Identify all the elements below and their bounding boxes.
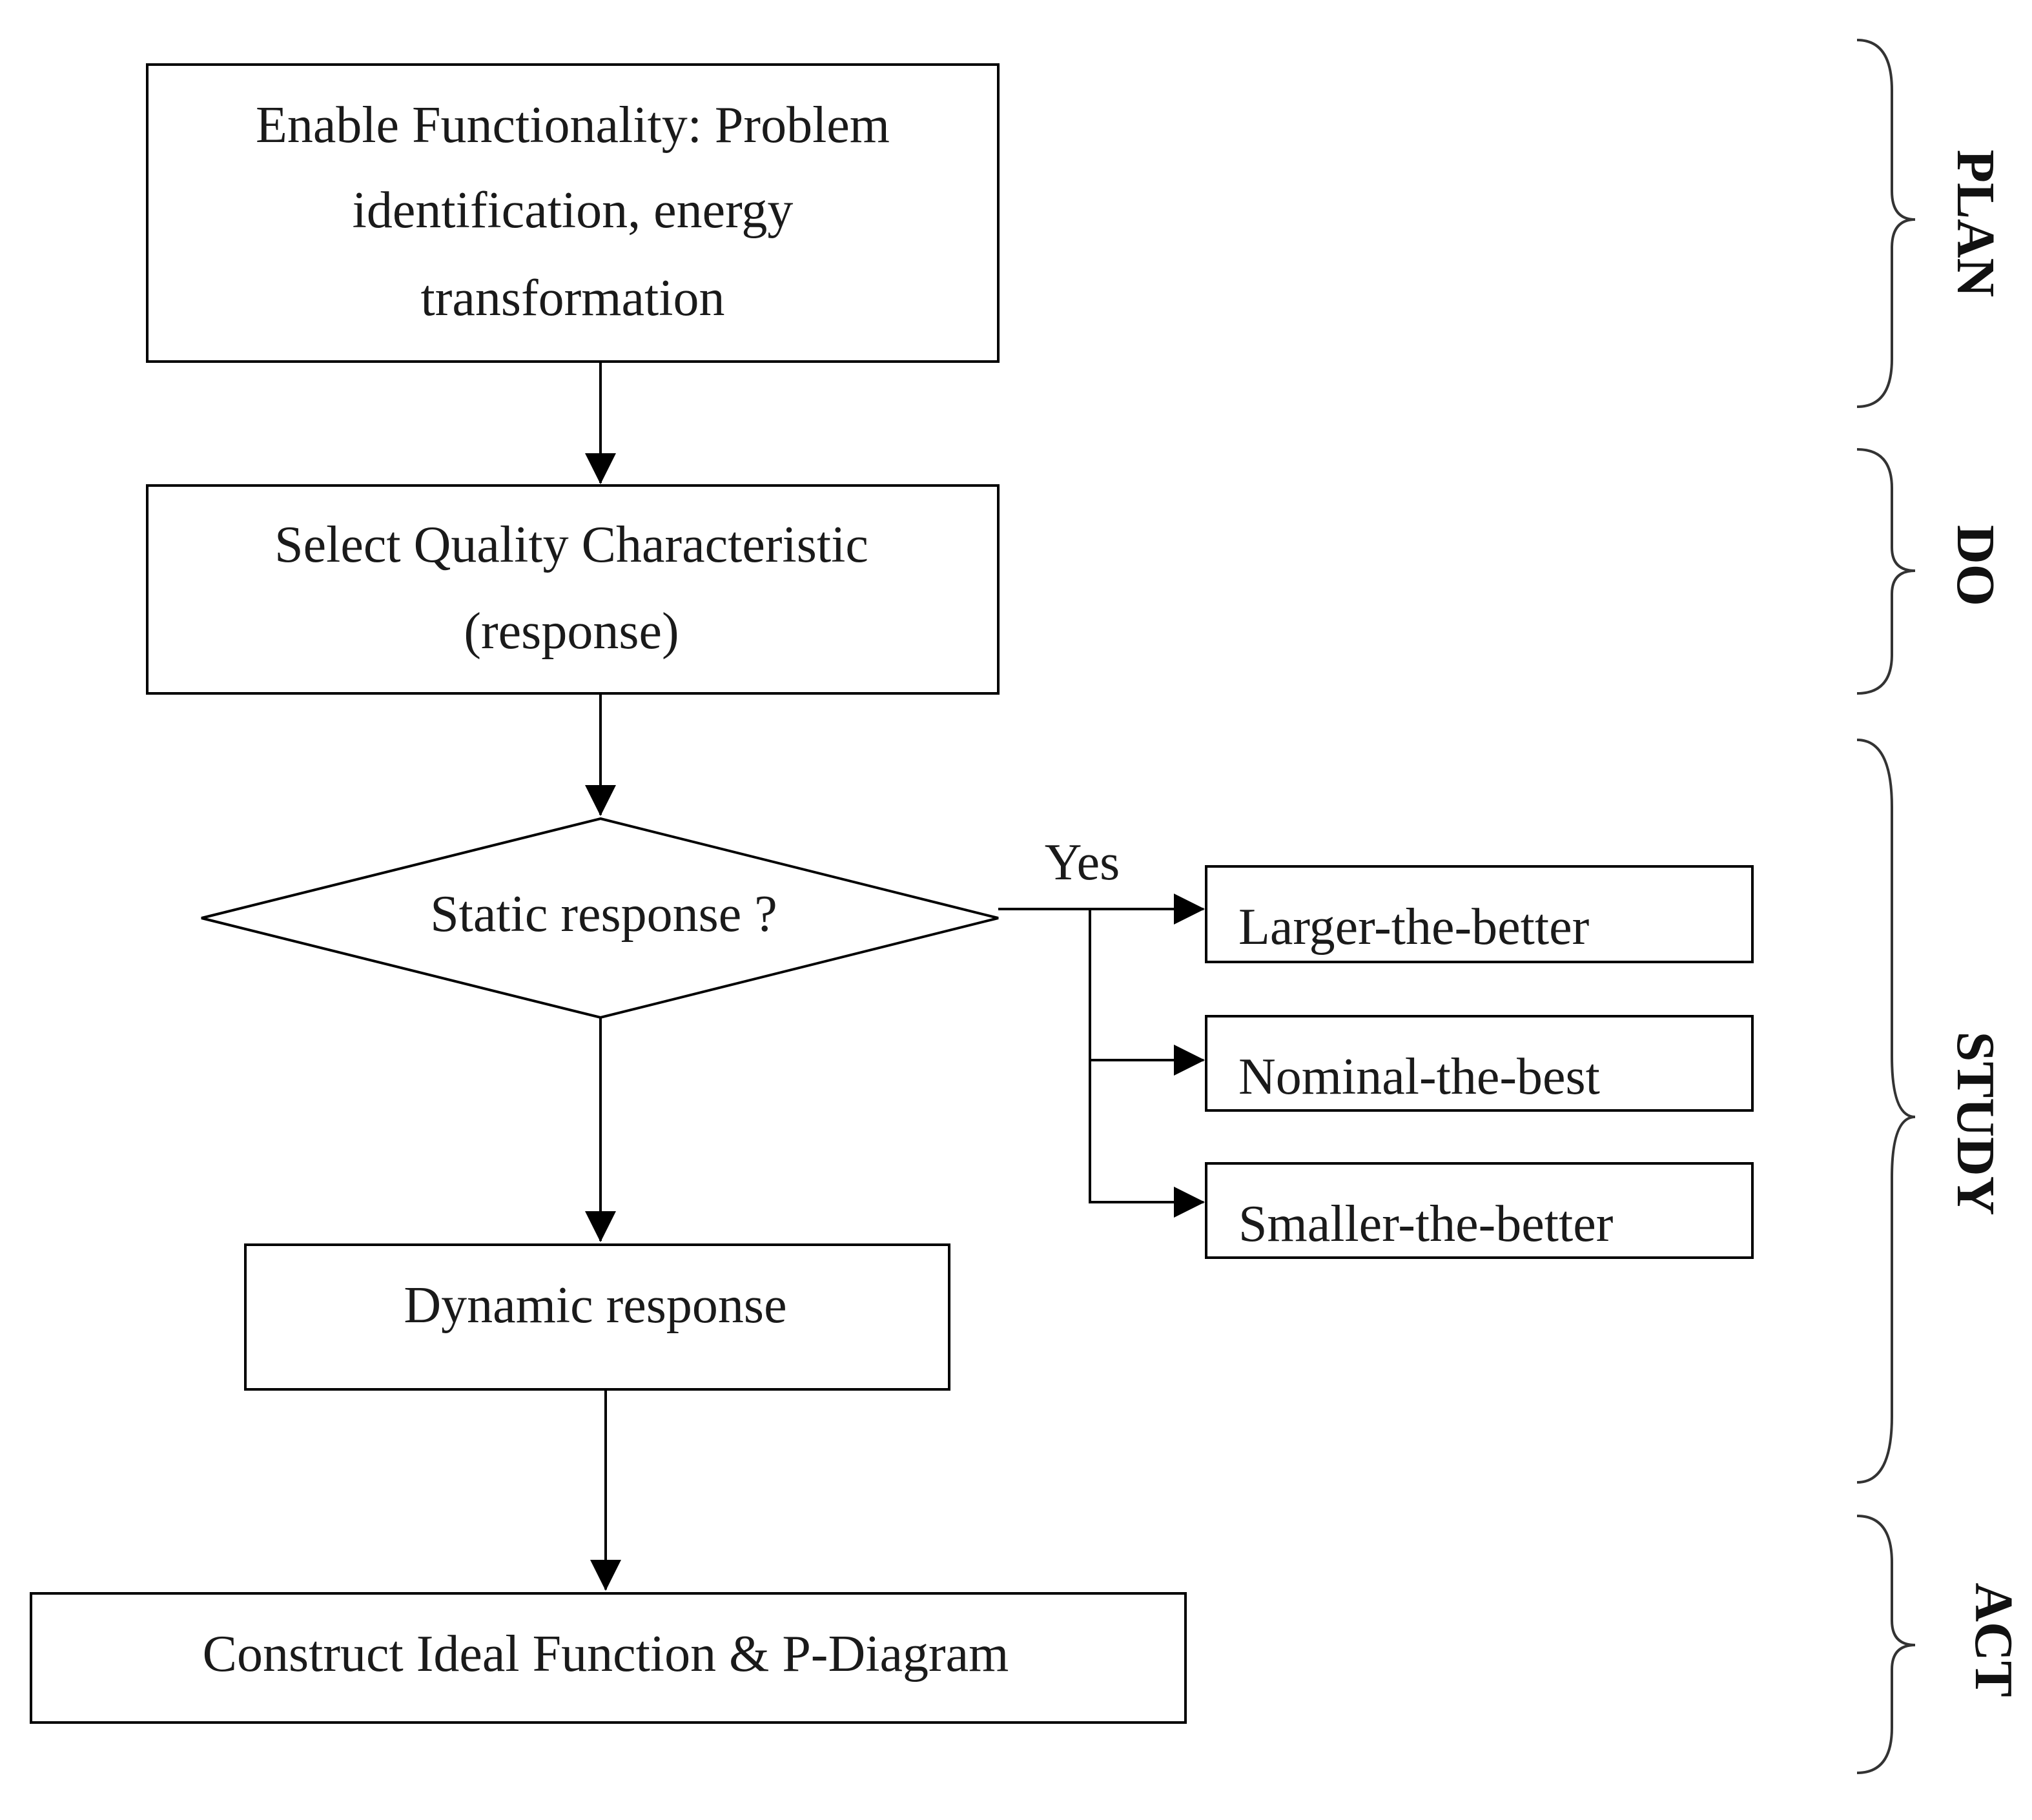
- nominal-label: Nominal-the-best: [1238, 1048, 1600, 1105]
- dynamic-response-box: Dynamic response: [244, 1243, 950, 1391]
- construct-label: Construct Ideal Function & P-Diagram: [203, 1626, 1009, 1682]
- smaller-label: Smaller-the-better: [1238, 1196, 1613, 1253]
- select-quality-box: Select Quality Characteristic (response): [146, 484, 1000, 695]
- larger-the-better-box: Larger-the-better: [1205, 865, 1754, 963]
- enable-line-3: transformation: [421, 270, 725, 327]
- smaller-the-better-box: Smaller-the-better: [1205, 1162, 1754, 1259]
- static-response-decision: Static response ?: [201, 817, 999, 1019]
- decision-label: Static response ?: [430, 886, 777, 943]
- larger-label: Larger-the-better: [1238, 899, 1589, 956]
- yes-label: Yes: [1045, 834, 1120, 891]
- enable-line-2: identification, energy: [353, 182, 794, 239]
- phase-plan-label: PLAN: [1945, 150, 2006, 298]
- act-brace: [1856, 1515, 1916, 1774]
- phase-do-label: DO: [1945, 525, 2006, 606]
- enable-functionality-box: Enable Functionality: Problem identifica…: [146, 63, 1000, 363]
- select-line-1: Select Quality Characteristic: [274, 516, 868, 573]
- phase-study-label: STUDY: [1945, 1032, 2006, 1216]
- nominal-the-best-box: Nominal-the-best: [1205, 1015, 1754, 1112]
- construct-ideal-function-box: Construct Ideal Function & P-Diagram: [30, 1592, 1187, 1724]
- study-brace: [1856, 739, 1916, 1484]
- plan-brace: [1856, 39, 1916, 408]
- dynamic-label: Dynamic response: [404, 1277, 786, 1334]
- phase-act-label: ACT: [1964, 1582, 2024, 1697]
- do-brace: [1856, 448, 1916, 695]
- select-line-2: (response): [464, 603, 679, 660]
- enable-line-1: Enable Functionality: Problem: [256, 97, 890, 154]
